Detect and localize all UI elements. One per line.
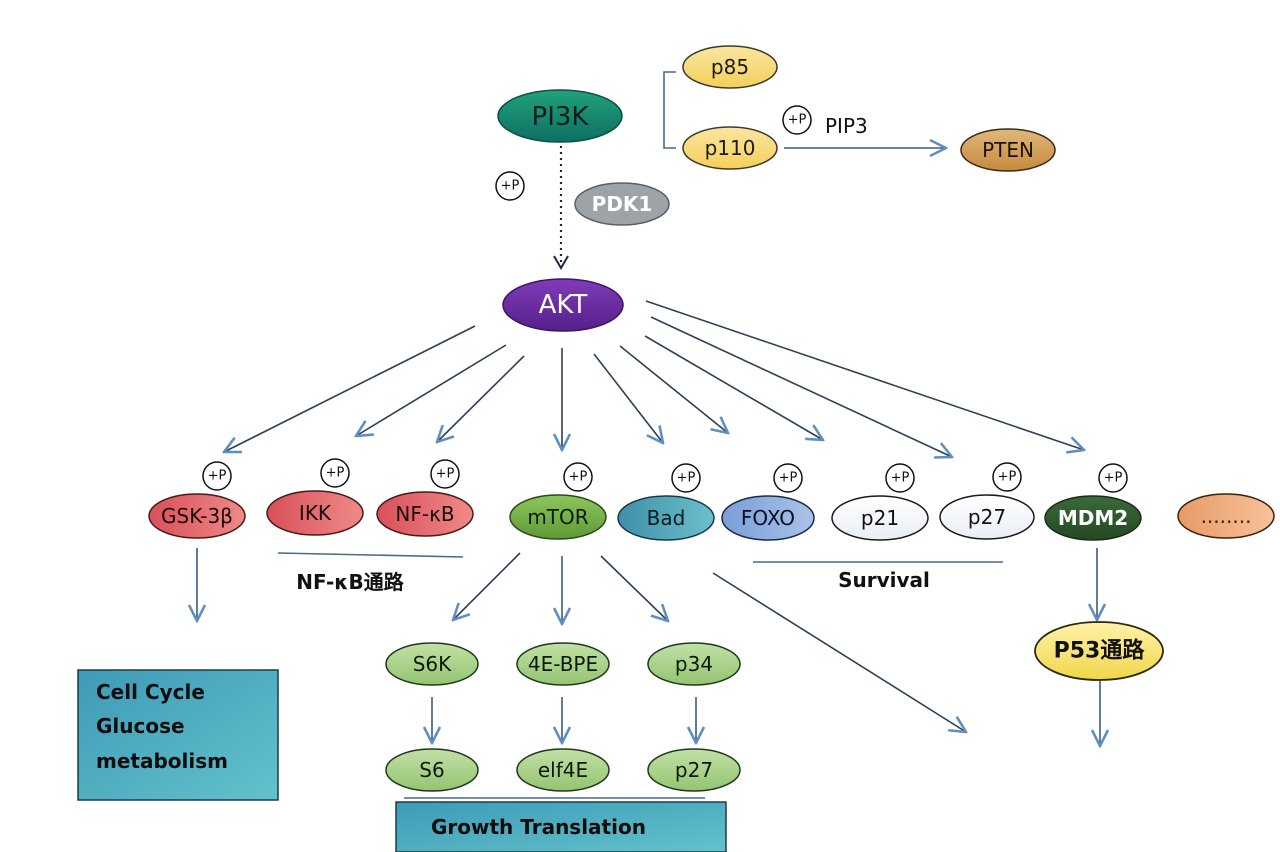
mtor-downstream-p34: p27 <box>647 748 741 792</box>
p110-node: p110 <box>682 126 778 170</box>
cell-cycle-box: Cell Cycle Glucose metabolism <box>77 669 279 801</box>
target-label-mdm2: MDM2 <box>1058 506 1128 530</box>
growth-translation-box: Growth Translation <box>395 801 727 852</box>
target-ellipse <box>148 493 246 539</box>
target-ellipse <box>376 491 474 537</box>
target-node-other: ........ <box>1177 493 1275 539</box>
pten-node: PTEN <box>960 128 1056 172</box>
mtor-downstream-4ebpe: elf4E <box>516 748 610 792</box>
target-label-p27: p27 <box>968 505 1006 529</box>
mtor-target-s6k: S6K <box>385 642 479 686</box>
target-label-other: ........ <box>1201 504 1252 528</box>
target-node-ikk: IKK +P <box>266 458 364 536</box>
target-node-gsk3b: GSK-3β +P <box>148 461 246 539</box>
pten-label: PTEN <box>982 138 1034 162</box>
target-ellipse <box>1044 495 1142 541</box>
target-ellipse <box>831 495 929 541</box>
target-ellipse <box>1177 493 1275 539</box>
nfkb-pathway-label: NF-κB通路 <box>296 570 405 594</box>
target-node-p27: p27 +P <box>939 462 1035 540</box>
svg-text:+P: +P <box>779 471 798 486</box>
pi3k-label: PI3K <box>532 102 590 132</box>
svg-text:+P: +P <box>677 471 696 486</box>
mtor-target-p34: p34 <box>647 642 741 686</box>
p110-label: p110 <box>705 136 756 160</box>
akt-label: AKT <box>539 290 588 320</box>
target-node-nfkb: NF-κB +P <box>376 459 474 537</box>
mtor-node-label: S6 <box>419 758 444 782</box>
phospho-badge: +P <box>430 459 460 489</box>
phospho-badge: +P <box>202 461 232 491</box>
nfkb-group-rule <box>277 552 464 558</box>
pi3k-to-akt-arrowhead <box>553 255 569 270</box>
pdk1-label: PDK1 <box>592 192 653 216</box>
target-label-ikk: IKK <box>299 501 332 525</box>
svg-text:+P: +P <box>788 113 807 128</box>
target-label-nfkb: NF-κB <box>395 502 454 526</box>
target-label-gsk3b: GSK-3β <box>161 504 233 528</box>
subunit-bracket <box>663 71 676 149</box>
p85-label: p85 <box>711 55 749 79</box>
target-label-p21: p21 <box>861 506 899 530</box>
mtor-node-label: 4E-BPE <box>528 652 598 676</box>
phospho-badge: +P <box>671 463 701 493</box>
mtor-node-label: p34 <box>675 652 713 676</box>
svg-text:+P: +P <box>891 471 910 486</box>
phospho-badge: +P <box>1098 463 1128 493</box>
cell-cycle-line-1: Cell Cycle <box>96 680 205 704</box>
phospho-badge: +P <box>563 462 593 492</box>
pip3-label: PIP3 <box>825 114 868 138</box>
target-node-mdm2: MDM2 +P <box>1044 463 1142 541</box>
growth-translation-label: Growth Translation <box>431 815 646 839</box>
svg-text:+P: +P <box>436 467 455 482</box>
target-label-foxo: FOXO <box>741 506 795 530</box>
target-label-bad: Bad <box>647 506 686 530</box>
pdk1-node: PDK1 <box>574 182 670 226</box>
target-node-mtor: mTOR +P <box>509 462 607 540</box>
phospho-badge: +P <box>773 463 803 493</box>
svg-text:+P: +P <box>501 179 520 194</box>
pi3k-node: PI3K <box>497 89 623 143</box>
cell-cycle-line-3: metabolism <box>96 749 228 773</box>
p85-node: p85 <box>682 45 778 89</box>
phospho-pip3: +P <box>782 105 812 135</box>
p53-node: P53通路 <box>1034 621 1164 681</box>
mtor-node-label: p27 <box>675 758 713 782</box>
target-node-p21: p21 +P <box>831 463 929 541</box>
akt-target-arrows <box>224 300 1084 457</box>
target-label-mtor: mTOR <box>527 505 588 529</box>
target-ellipse <box>509 494 607 540</box>
target-ellipse <box>617 495 715 541</box>
svg-text:+P: +P <box>1104 471 1123 486</box>
survival-label: Survival <box>838 568 930 592</box>
mtor-child-arrows <box>432 552 696 743</box>
mtor-target-4ebpe: 4E-BPE <box>516 642 610 686</box>
target-node-bad: Bad +P <box>617 463 715 541</box>
target-ellipse <box>939 494 1035 540</box>
phospho-badge: +P <box>320 458 350 488</box>
target-ellipse <box>721 495 815 541</box>
svg-text:+P: +P <box>326 466 345 481</box>
mtor-long-arrow <box>712 572 966 732</box>
target-ellipse <box>266 490 364 536</box>
mtor-targets: S6K S6 4E-BPE elf4E p34 p27 <box>385 642 741 792</box>
svg-text:+P: +P <box>998 470 1017 485</box>
phospho-badge: +P <box>885 463 915 493</box>
akt-node: AKT <box>502 278 624 332</box>
mtor-node-label: S6K <box>413 652 452 676</box>
p53-label: P53通路 <box>1054 638 1146 664</box>
phospho-badge: +P <box>992 462 1022 492</box>
target-node-foxo: FOXO +P <box>721 463 815 541</box>
phospho-pdk1: +P <box>495 171 525 201</box>
mtor-downstream-s6k: S6 <box>385 748 479 792</box>
svg-text:+P: +P <box>569 470 588 485</box>
cell-cycle-line-2: Glucose <box>96 714 185 738</box>
svg-text:+P: +P <box>208 469 227 484</box>
akt-target-row: GSK-3β+PIKK+PNF-κB+PmTOR+PBad+PFOXO+Pp21… <box>148 458 1275 541</box>
mtor-node-label: elf4E <box>538 758 588 782</box>
